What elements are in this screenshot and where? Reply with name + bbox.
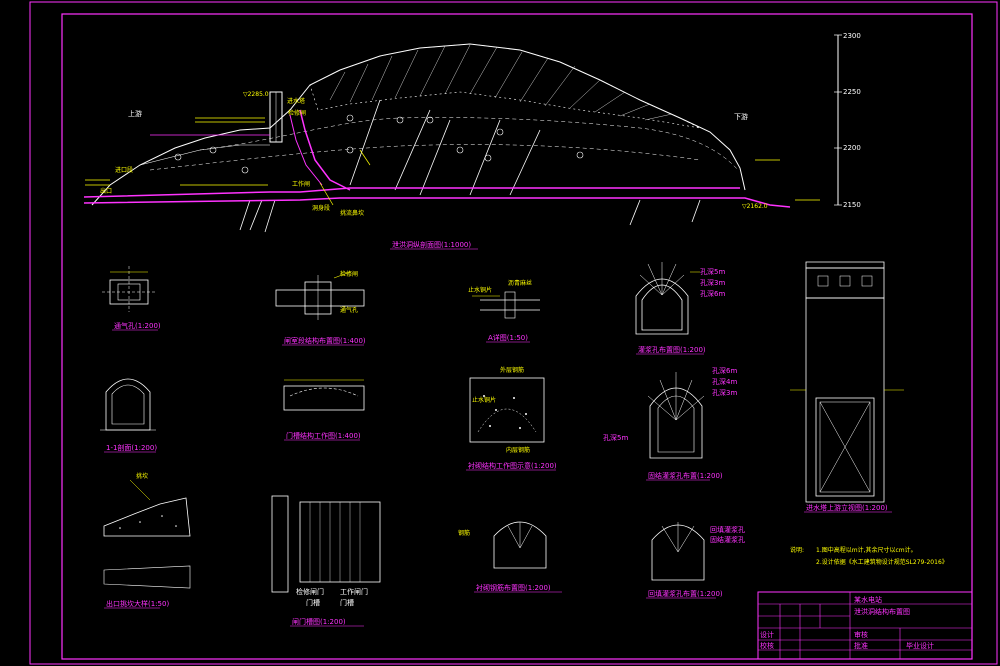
detail-gate-slot: 门槽结构工作图(1:400) <box>283 379 365 441</box>
d2-label-2: 通气孔 <box>340 306 358 314</box>
detail-10-title: 闸门槽图(1:200) <box>292 617 346 626</box>
tunnel-slope <box>299 109 351 191</box>
detail-8-title: 固结灌浆孔布置(1:200) <box>648 471 723 480</box>
d10-label-3: 门槽 <box>306 598 320 607</box>
detail-9-title: 出口挑坎大样(1:50) <box>106 599 169 608</box>
notes: 说明: 1.图中高程以m计,其余尺寸以cm计。 2.设计依据《水工建筑物设计规范… <box>790 546 948 566</box>
tb-row-2: 校核 <box>760 641 774 650</box>
d7-label-1: 外层钢筋 <box>500 366 524 374</box>
annot-inlet: 进口段 <box>115 166 133 174</box>
detail-lining: 外层钢筋 内层钢筋 止水铜片 衬砌结构工作图示意(1:200) <box>466 366 557 471</box>
detail-rebar: 钢筋 衬砌钢筋布置图(1:200) <box>458 521 562 593</box>
d8-hole-2: 孔深4m <box>712 377 737 386</box>
scale-label-4: 2150 <box>843 201 861 209</box>
d9-label: 挑坎 <box>136 472 148 480</box>
d4-hole-1: 孔深5m <box>700 267 725 276</box>
detail-11-title: 衬砌钢筋布置图(1:200) <box>476 583 551 592</box>
tunnel-slope-2 <box>289 114 323 186</box>
tb-row-4: 批准 <box>854 641 868 650</box>
annot-work-gate: 工作闸 <box>292 180 310 188</box>
main-profile: 2300 2250 2200 2150 上游 下游 进水塔 进口段 检修闸 工作… <box>83 32 861 250</box>
scale-label-3: 2200 <box>843 144 861 152</box>
inner-frame <box>61 13 973 660</box>
detail-tower-elevation: 进水塔上游立视图(1:200) <box>790 261 904 513</box>
detail-vent-hole: 通气孔(1:200) <box>102 266 161 331</box>
d4-hole-3: 孔深6m <box>700 289 725 298</box>
detail-1-title: 通气孔(1:200) <box>114 321 161 330</box>
geo-layer-2 <box>149 144 701 171</box>
d8-hole-3: 孔深3m <box>712 388 737 397</box>
notes-heading: 说明: <box>790 546 804 554</box>
geo-layer-1 <box>199 117 739 171</box>
fault-lines <box>239 99 701 233</box>
d10-label-1: 检修闸门 <box>296 587 324 596</box>
d8-hole-4: 孔深5m <box>603 433 628 442</box>
rock-symbols <box>174 114 584 174</box>
main-profile-title: 泄洪洞纵剖面图(1:1000) <box>392 240 471 249</box>
title-block: 某水电站 泄洪洞结构布置图 设计 校核 审核 批准 毕业设计 <box>757 591 973 660</box>
d3-label-2: 沥青麻丝 <box>508 279 532 287</box>
detail-13-title: 进水塔上游立视图(1:200) <box>806 503 888 512</box>
detail-gate-chamber: 检修闸 通气孔 闸室段结构布置图(1:400) <box>275 270 366 346</box>
annot-outlet: 出口 <box>100 187 112 195</box>
d12-label-2: 固结灌浆孔 <box>710 535 745 544</box>
scale-label-1: 2300 <box>843 32 861 40</box>
detail-gate-groove: 检修闸门 工作闸门 门槽 门槽 闸门槽图(1:200) <box>271 495 381 627</box>
detail-a: 止水铜片 沥青麻丝 A详图(1:50) <box>468 279 540 343</box>
notes-line-2: 2.设计依据《水工建筑物设计规范SL279-2016》 <box>816 558 948 566</box>
tunnel-crown <box>83 187 740 198</box>
d8-hole-1: 孔深6m <box>712 366 737 375</box>
d7-label-2: 内层钢筋 <box>506 446 530 454</box>
tb-project: 某水电站 <box>854 595 882 604</box>
d11-label: 钢筋 <box>458 529 470 537</box>
d2-label-1: 检修闸 <box>340 270 358 278</box>
downstream-label: 下游 <box>734 112 748 121</box>
terrain-surface <box>91 43 746 206</box>
detail-5-title: 1-1剖面(1:200) <box>106 443 157 452</box>
detail-backfill: 回填灌浆孔 固结灌浆孔 回填灌浆孔布置(1:200) <box>646 522 745 599</box>
detail-flip-bucket: 挑坎 出口挑坎大样(1:50) <box>103 472 191 609</box>
detail-consolidation: 孔深6m 孔深4m 孔深3m 孔深5m 固结灌浆孔布置(1:200) <box>603 366 737 481</box>
annot-flip-bucket: 挑流鼻坎 <box>340 209 364 217</box>
d10-label-2: 工作闸门 <box>340 587 368 596</box>
scale-label-2: 2250 <box>843 88 861 96</box>
tb-row-1: 设计 <box>760 630 774 639</box>
detail-3-title: A详图(1:50) <box>488 333 528 342</box>
d12-label-1: 回填灌浆孔 <box>710 525 745 534</box>
detail-section-1-1: 1-1剖面(1:200) <box>100 378 157 453</box>
tb-footer: 毕业设计 <box>906 641 934 650</box>
outer-frame <box>29 1 998 665</box>
upstream-label: 上游 <box>128 109 142 118</box>
notes-line-1: 1.图中高程以m计,其余尺寸以cm计。 <box>816 546 917 554</box>
d3-label-1: 止水铜片 <box>468 286 492 294</box>
detail-4-title: 灌浆孔布置图(1:200) <box>638 345 706 354</box>
tunnel-invert <box>83 197 791 208</box>
elev-top: ▽2285.0 <box>243 91 269 98</box>
elev-bottom: ▽2162.0 <box>742 203 768 210</box>
rock-hatch-zone <box>309 43 701 129</box>
d4-hole-2: 孔深3m <box>700 278 725 287</box>
detail-6-title: 门槽结构工作图(1:400) <box>286 431 361 440</box>
detail-12-title: 回填灌浆孔布置(1:200) <box>648 589 723 598</box>
d7-label-3: 止水铜片 <box>472 396 496 404</box>
yellow-annotations <box>85 117 820 206</box>
d10-label-4: 门槽 <box>340 598 354 607</box>
detail-7-title: 衬砌结构工作图示意(1:200) <box>468 461 557 470</box>
annot-tunnel: 洞身段 <box>312 204 330 212</box>
annot-intake: 进水塔 <box>287 97 305 105</box>
hatch-lines <box>329 44 673 121</box>
detail-2-title: 闸室段结构布置图(1:400) <box>284 336 366 345</box>
annot-maintenance: 检修闸 <box>288 109 306 117</box>
tb-row-3: 审核 <box>854 630 868 639</box>
detail-grout-holes: 孔深5m 孔深3m 孔深6m 灌浆孔布置图(1:200) <box>635 262 725 355</box>
tb-drawing-name: 泄洪洞结构布置图 <box>854 607 910 616</box>
